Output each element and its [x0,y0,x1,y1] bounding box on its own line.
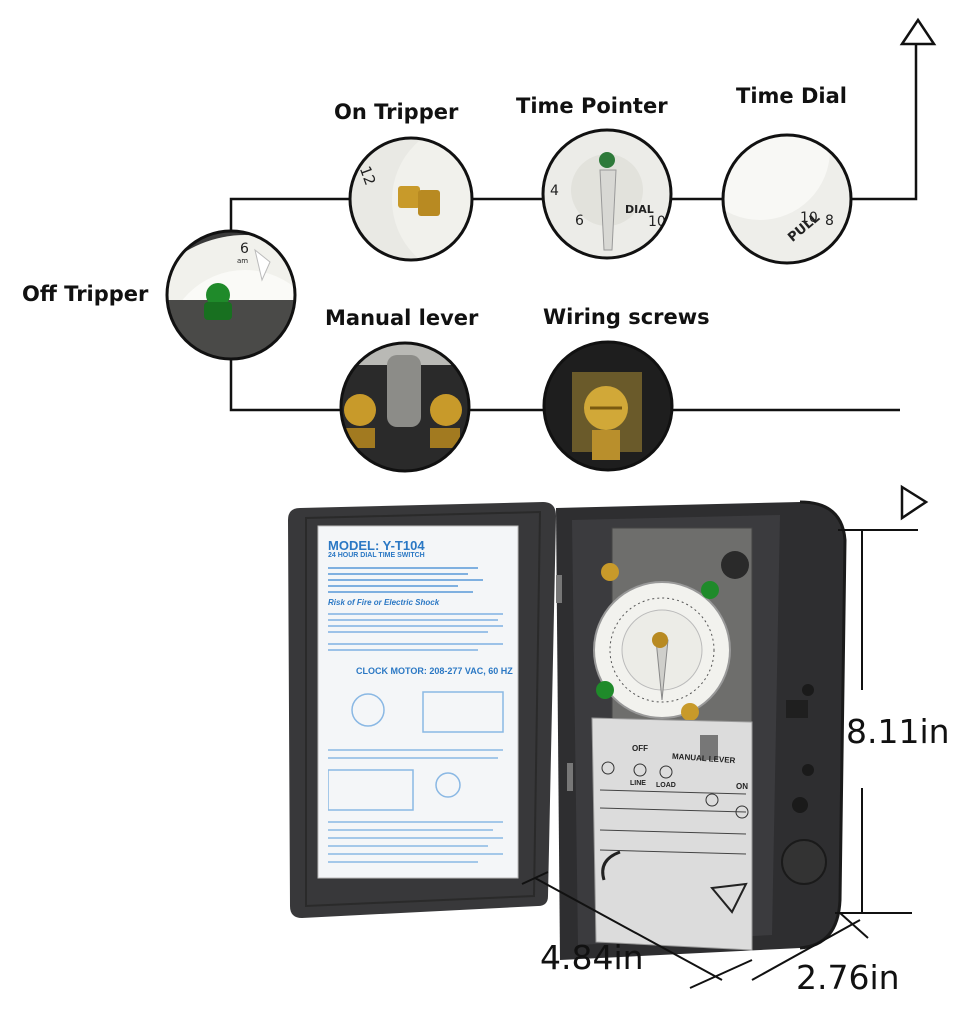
dimension-height: 8.11in [846,712,950,751]
time-dial-closeup: PULL 8 10 [721,133,853,265]
label-off-tripper: Off Tripper [22,282,149,306]
time-pointer-closeup: 6 DIAL 10 4 [541,128,673,260]
dimension-lines [521,529,918,989]
card-warning-lines [328,613,503,651]
plate-on-label: ON [736,782,748,791]
plate-load-label: LOAD [656,782,676,789]
card-spec-lines [328,567,483,593]
manual-lever-closeup [339,341,471,473]
label-time-pointer: Time Pointer [516,94,668,118]
svg-text:4: 4 [550,183,559,199]
instruction-card: MODEL: Y-T104 24 HOUR DIAL TIME SWITCH R… [322,530,514,875]
card-warning: Risk of Fire or Electric Shock [328,598,440,607]
card-diagram-lines [328,691,504,863]
svg-text:6: 6 [575,213,584,229]
arrow-right-icon [900,484,929,521]
card-subtitle: 24 HOUR DIAL TIME SWITCH [328,552,425,559]
label-manual-lever: Manual lever [325,306,479,330]
card-clock-motor: CLOCK MOTOR: 208-277 VAC, 60 HZ [356,666,513,676]
label-wiring-screws: Wiring screws [543,305,710,329]
card-model: MODEL: Y-T104 [328,538,425,553]
arrow-up-icon [899,17,937,46]
wiring-screws-closeup [542,340,674,472]
label-on-tripper: On Tripper [334,100,459,124]
dimension-depth: 2.76in [796,958,900,997]
plate-off-label: OFF [632,744,648,753]
dimension-width: 4.84in [540,938,644,977]
svg-text:12: 12 [356,164,379,188]
plate-line-label: LINE [630,780,646,787]
timer-enclosure [288,500,847,960]
svg-text:8: 8 [825,213,834,229]
label-time-dial: Time Dial [736,84,847,108]
svg-text:6: 6 [240,241,249,257]
off-tripper-closeup: 6 am [165,229,297,361]
svg-text:am: am [237,257,248,265]
svg-text:10: 10 [800,210,818,226]
svg-text:DIAL: DIAL [625,203,654,216]
